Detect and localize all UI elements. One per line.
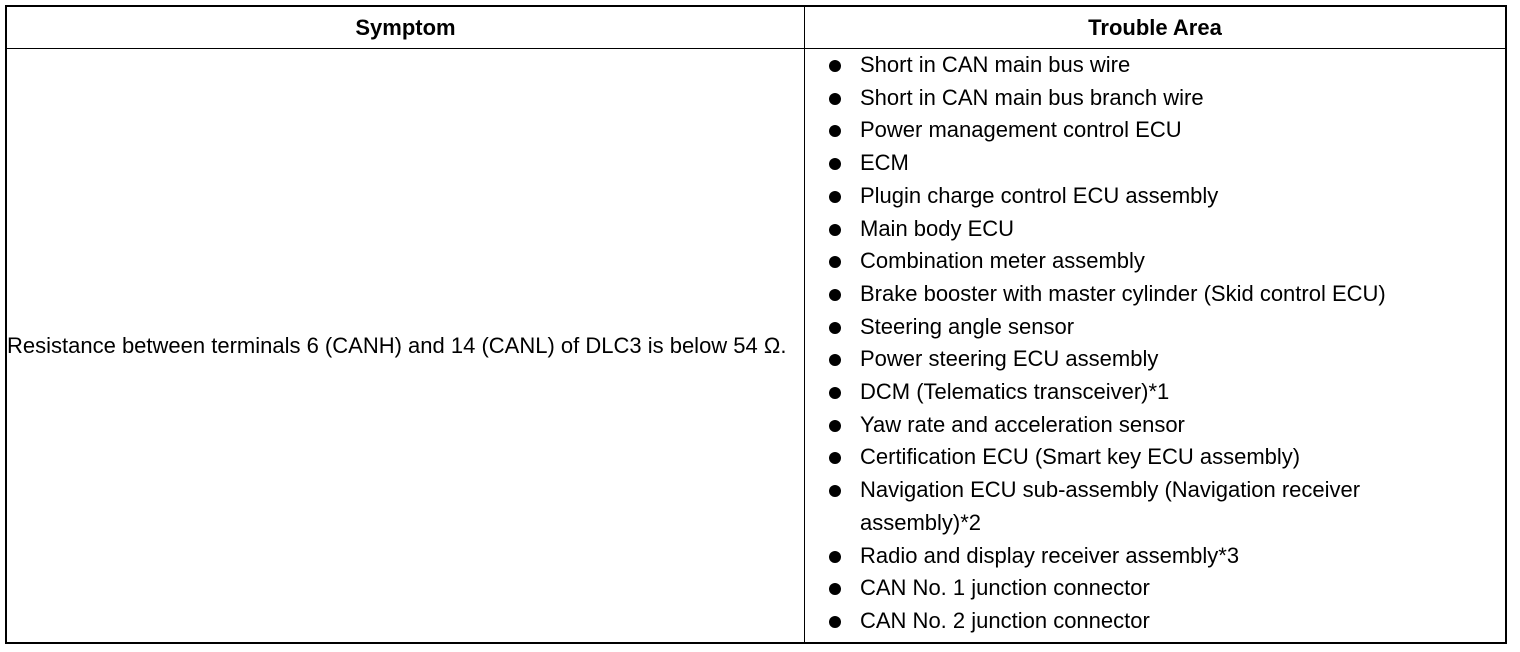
header-symptom: Symptom: [5, 5, 805, 49]
bullet-icon: [829, 190, 841, 203]
list-item: Certification ECU (Smart key ECU assembl…: [805, 441, 1505, 474]
list-item: Short in CAN main bus branch wire: [805, 82, 1505, 115]
list-item: Power steering ECU assembly: [805, 343, 1505, 376]
trouble-table: Symptom Trouble Area Resistance between …: [5, 5, 1507, 644]
list-item: ECM: [805, 147, 1505, 180]
list-item-text: CAN No. 2 junction connector: [860, 607, 1150, 633]
table-header-row: Symptom Trouble Area: [5, 5, 1507, 49]
list-item: Yaw rate and acceleration sensor: [805, 409, 1505, 442]
list-item-text: Short in CAN main bus branch wire: [860, 84, 1204, 110]
list-item-text: Radio and display receiver assembly*3: [860, 542, 1240, 568]
list-item: Combination meter assembly: [805, 245, 1505, 278]
bullet-icon: [829, 60, 841, 72]
bullet-icon: [829, 288, 841, 301]
bullet-icon: [829, 321, 841, 334]
bullet-icon: [829, 125, 841, 138]
bullet-icon: [829, 387, 841, 400]
bullet-icon: [829, 550, 841, 563]
header-trouble-area: Trouble Area: [804, 5, 1507, 49]
list-item-text: Brake booster with master cylinder (Skid…: [860, 280, 1386, 306]
list-item-text: Short in CAN main bus wire: [860, 52, 1131, 77]
bullet-icon: [829, 583, 841, 596]
list-item: CAN No. 2 junction connector: [805, 605, 1505, 638]
list-item-text: Power steering ECU assembly: [860, 346, 1159, 372]
list-item-text: Power management control ECU: [860, 117, 1182, 143]
bullet-icon: [829, 485, 841, 498]
list-item-text: Plugin charge control ECU assembly: [860, 182, 1219, 208]
bullet-icon: [829, 452, 841, 465]
list-item-text: Navigation ECU sub-assembly (Navigation …: [860, 477, 1361, 535]
trouble-area-cell: Short in CAN main bus wire Short in CAN …: [804, 48, 1507, 644]
list-item-text: Certification ECU (Smart key ECU assembl…: [860, 444, 1301, 470]
list-item-text: Main body ECU: [860, 215, 1015, 241]
bullet-icon: [829, 615, 841, 628]
table-row: Resistance between terminals 6 (CANH) an…: [5, 48, 1507, 644]
bullet-icon: [829, 256, 841, 269]
bullet-icon: [829, 92, 841, 105]
list-item: Short in CAN main bus wire: [805, 49, 1505, 82]
list-item: Plugin charge control ECU assembly: [805, 180, 1505, 213]
list-item-text: ECM: [860, 150, 909, 176]
bullet-icon: [829, 158, 841, 171]
list-item: CAN No. 1 junction connector: [805, 572, 1505, 605]
list-item-text: Combination meter assembly: [860, 248, 1145, 274]
symptom-cell: Resistance between terminals 6 (CANH) an…: [5, 48, 805, 644]
list-item: Navigation ECU sub-assembly (Navigation …: [805, 474, 1505, 539]
list-item-text: CAN No. 1 junction connector: [860, 575, 1150, 601]
bullet-icon: [829, 419, 841, 432]
list-item: Brake booster with master cylinder (Skid…: [805, 278, 1505, 311]
list-item: DCM (Telematics transceiver)*1: [805, 376, 1505, 409]
list-item: Main body ECU: [805, 213, 1505, 246]
bullet-icon: [829, 223, 841, 236]
list-item: Steering angle sensor: [805, 311, 1505, 344]
trouble-area-list: Short in CAN main bus wire Short in CAN …: [805, 49, 1505, 638]
list-item-text: Yaw rate and acceleration sensor: [860, 411, 1185, 437]
list-item: Power management control ECU: [805, 114, 1505, 147]
list-item-text: Steering angle sensor: [860, 313, 1075, 339]
bullet-icon: [829, 354, 841, 367]
list-item-text: DCM (Telematics transceiver)*1: [860, 379, 1170, 405]
list-item: Radio and display receiver assembly*3: [805, 540, 1505, 573]
